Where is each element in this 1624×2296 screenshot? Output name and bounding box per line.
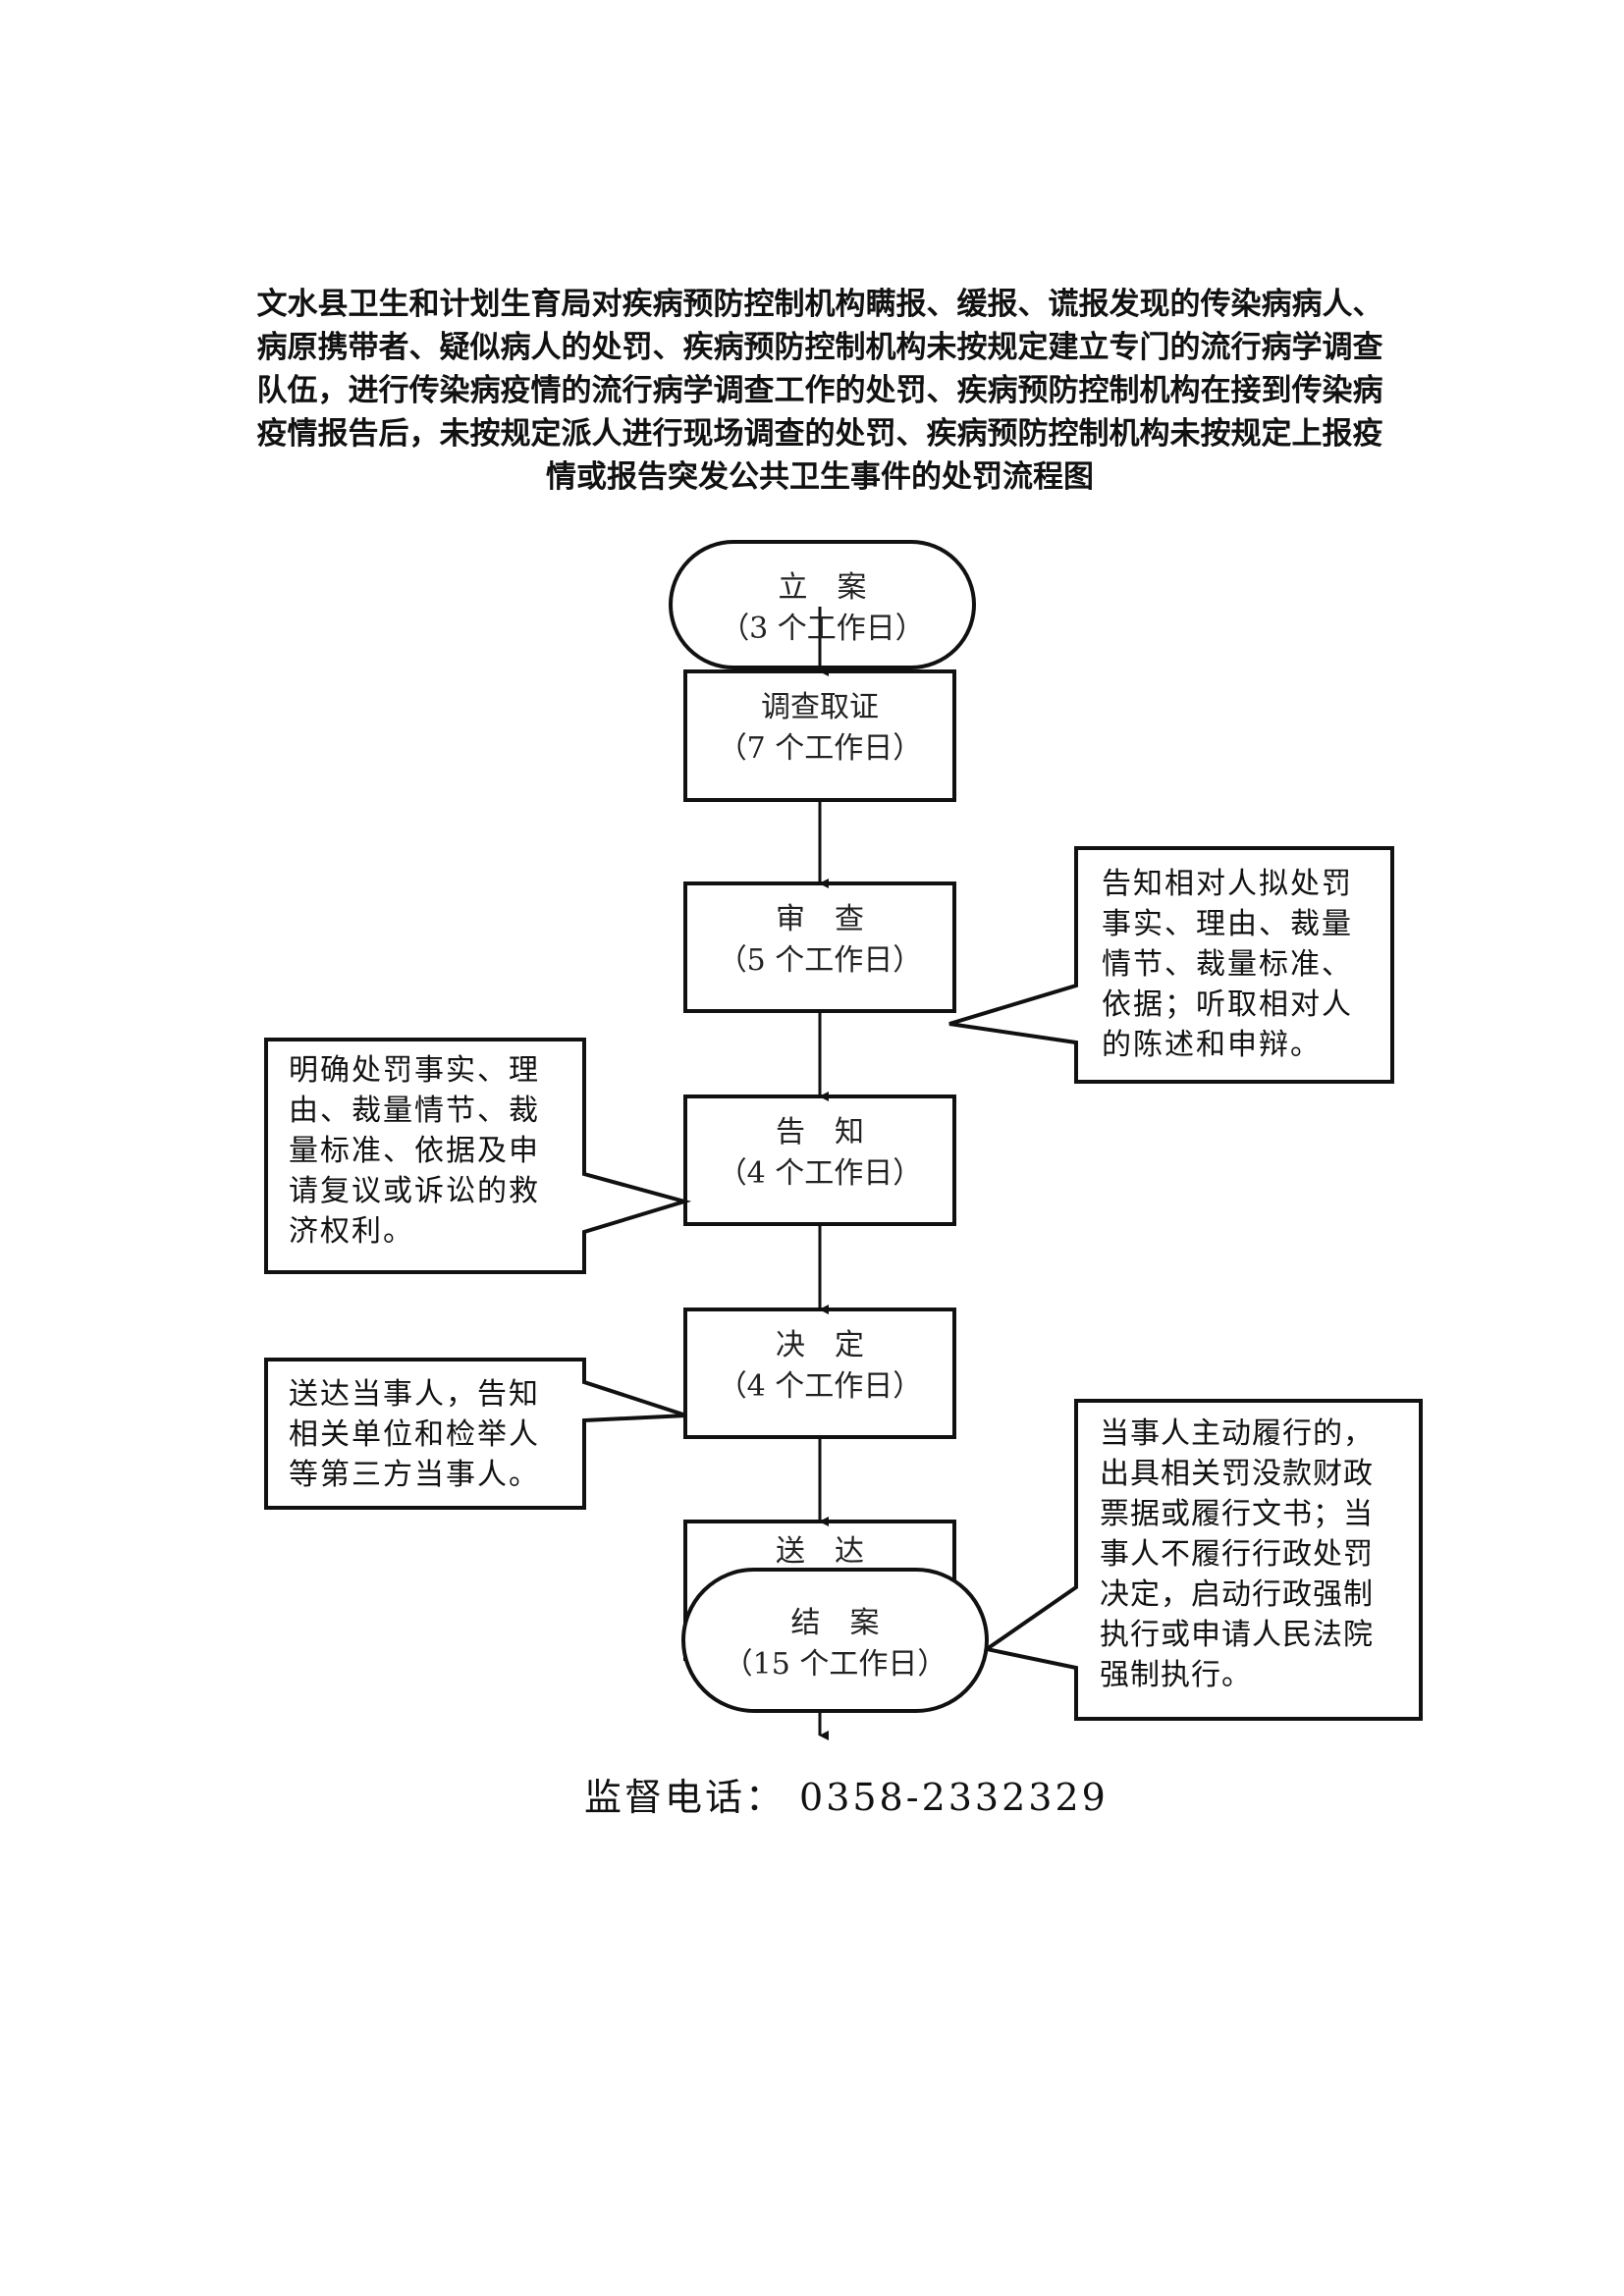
title-line: 疫情报告后，未按规定派人进行现场调查的处罚、疾病预防控制机构未按规定上报疫	[256, 416, 1383, 452]
callout-line: 决定，启动行政强制	[1100, 1577, 1374, 1612]
callout-review-shape	[948, 846, 1394, 1084]
node-end-shape	[681, 1568, 989, 1713]
callout-line: 量标准、依据及申	[289, 1134, 540, 1168]
node-end: 结 案 （15 个工作日）	[683, 1603, 987, 1685]
node-duration: （3 个工作日）	[720, 612, 925, 646]
callout-notify-shape	[264, 1038, 692, 1274]
callout-decision: 送达当事人，告知 相关单位和检举人 等第三方当事人。	[289, 1374, 540, 1495]
title-line: 情或报告突发公共卫生事件的处罚流程图	[546, 459, 1094, 495]
node-duration: （4 个工作日）	[717, 1156, 923, 1191]
node-review: 审 查 （5 个工作日）	[685, 899, 954, 982]
node-label: 告 知	[776, 1115, 864, 1149]
callout-line: 依据；听取相对人	[1102, 988, 1353, 1022]
callout-line: 事人不履行行政处罚	[1100, 1537, 1374, 1572]
callout-line: 等第三方当事人。	[289, 1458, 540, 1492]
node-decision-shape	[683, 1308, 956, 1439]
hotline-label: 监督电话：	[584, 1776, 786, 1819]
callout-line: 济权利。	[289, 1214, 414, 1249]
node-label: 决 定	[776, 1328, 864, 1362]
callout-line: 当事人主动履行的，	[1100, 1416, 1374, 1451]
callout-line: 出具相关罚没款财政	[1100, 1457, 1374, 1491]
title-line: 文水县卫生和计划生育局对疾病预防控制机构瞒报、缓报、谎报发现的传染病病人、	[256, 287, 1383, 322]
callout-line: 执行或申请人民法院	[1100, 1618, 1374, 1652]
node-start: 立 案 （3 个工作日）	[671, 567, 974, 650]
node-duration: （4 个工作日）	[717, 1369, 923, 1404]
callout-line: 的陈述和申辩。	[1102, 1028, 1322, 1062]
node-label: 审 查	[776, 902, 864, 936]
callout-close-shape	[982, 1399, 1423, 1721]
node-label: 结 案	[790, 1606, 880, 1640]
callout-notify: 明确处罚事实、理 由、裁量情节、裁 量标准、依据及申 请复议或诉讼的救 济权利。	[289, 1050, 540, 1252]
callout-line: 情节、裁量标准、	[1102, 947, 1353, 982]
node-notify: 告 知 （4 个工作日）	[685, 1112, 954, 1195]
node-deliver: 送 达	[685, 1531, 954, 1573]
callout-close: 当事人主动履行的， 出具相关罚没款财政 票据或履行文书；当 事人不履行行政处罚 …	[1100, 1414, 1374, 1695]
node-duration: （7 个工作日）	[717, 731, 923, 766]
title-line: 队伍，进行传染病疫情的流行病学调查工作的处罚、疾病预防控制机构在接到传染病	[256, 373, 1383, 408]
node-investigate: 调查取证 （7 个工作日）	[685, 687, 954, 770]
callout-line: 请复议或诉讼的救	[289, 1174, 540, 1208]
hotline-number: 0358-2332329	[799, 1776, 1109, 1819]
document-title: 文水县卫生和计划生育局对疾病预防控制机构瞒报、缓报、谎报发现的传染病病人、 病原…	[211, 283, 1429, 499]
node-notify-shape	[683, 1095, 956, 1226]
callout-review: 告知相对人拟处罚 事实、理由、裁量 情节、裁量标准、 依据；听取相对人 的陈述和…	[1102, 864, 1353, 1065]
callout-line: 送达当事人，告知	[289, 1377, 540, 1412]
callout-line: 事实、理由、裁量	[1102, 907, 1353, 941]
node-label: 调查取证	[761, 690, 879, 724]
node-label: 立 案	[778, 570, 867, 605]
callout-decision-shape	[264, 1358, 687, 1510]
supervision-hotline: 监督电话： 0358-2332329	[584, 1767, 1109, 1821]
node-decision: 决 定 （4 个工作日）	[685, 1325, 954, 1408]
node-label: 送 达	[776, 1534, 864, 1569]
title-line: 病原携带者、疑似病人的处罚、疾病预防控制机构未按规定建立专门的流行病学调查	[256, 330, 1383, 365]
node-duration: （5 个工作日）	[717, 943, 923, 978]
callout-line: 告知相对人拟处罚	[1102, 867, 1353, 901]
callout-line: 由、裁量情节、裁	[289, 1094, 540, 1128]
callout-line: 票据或履行文书；当	[1100, 1497, 1374, 1531]
callout-line: 强制执行。	[1100, 1658, 1252, 1692]
callout-line: 相关单位和检举人	[289, 1417, 540, 1452]
node-duration: （15 个工作日）	[723, 1647, 947, 1682]
callout-line: 明确处罚事实、理	[289, 1053, 540, 1088]
